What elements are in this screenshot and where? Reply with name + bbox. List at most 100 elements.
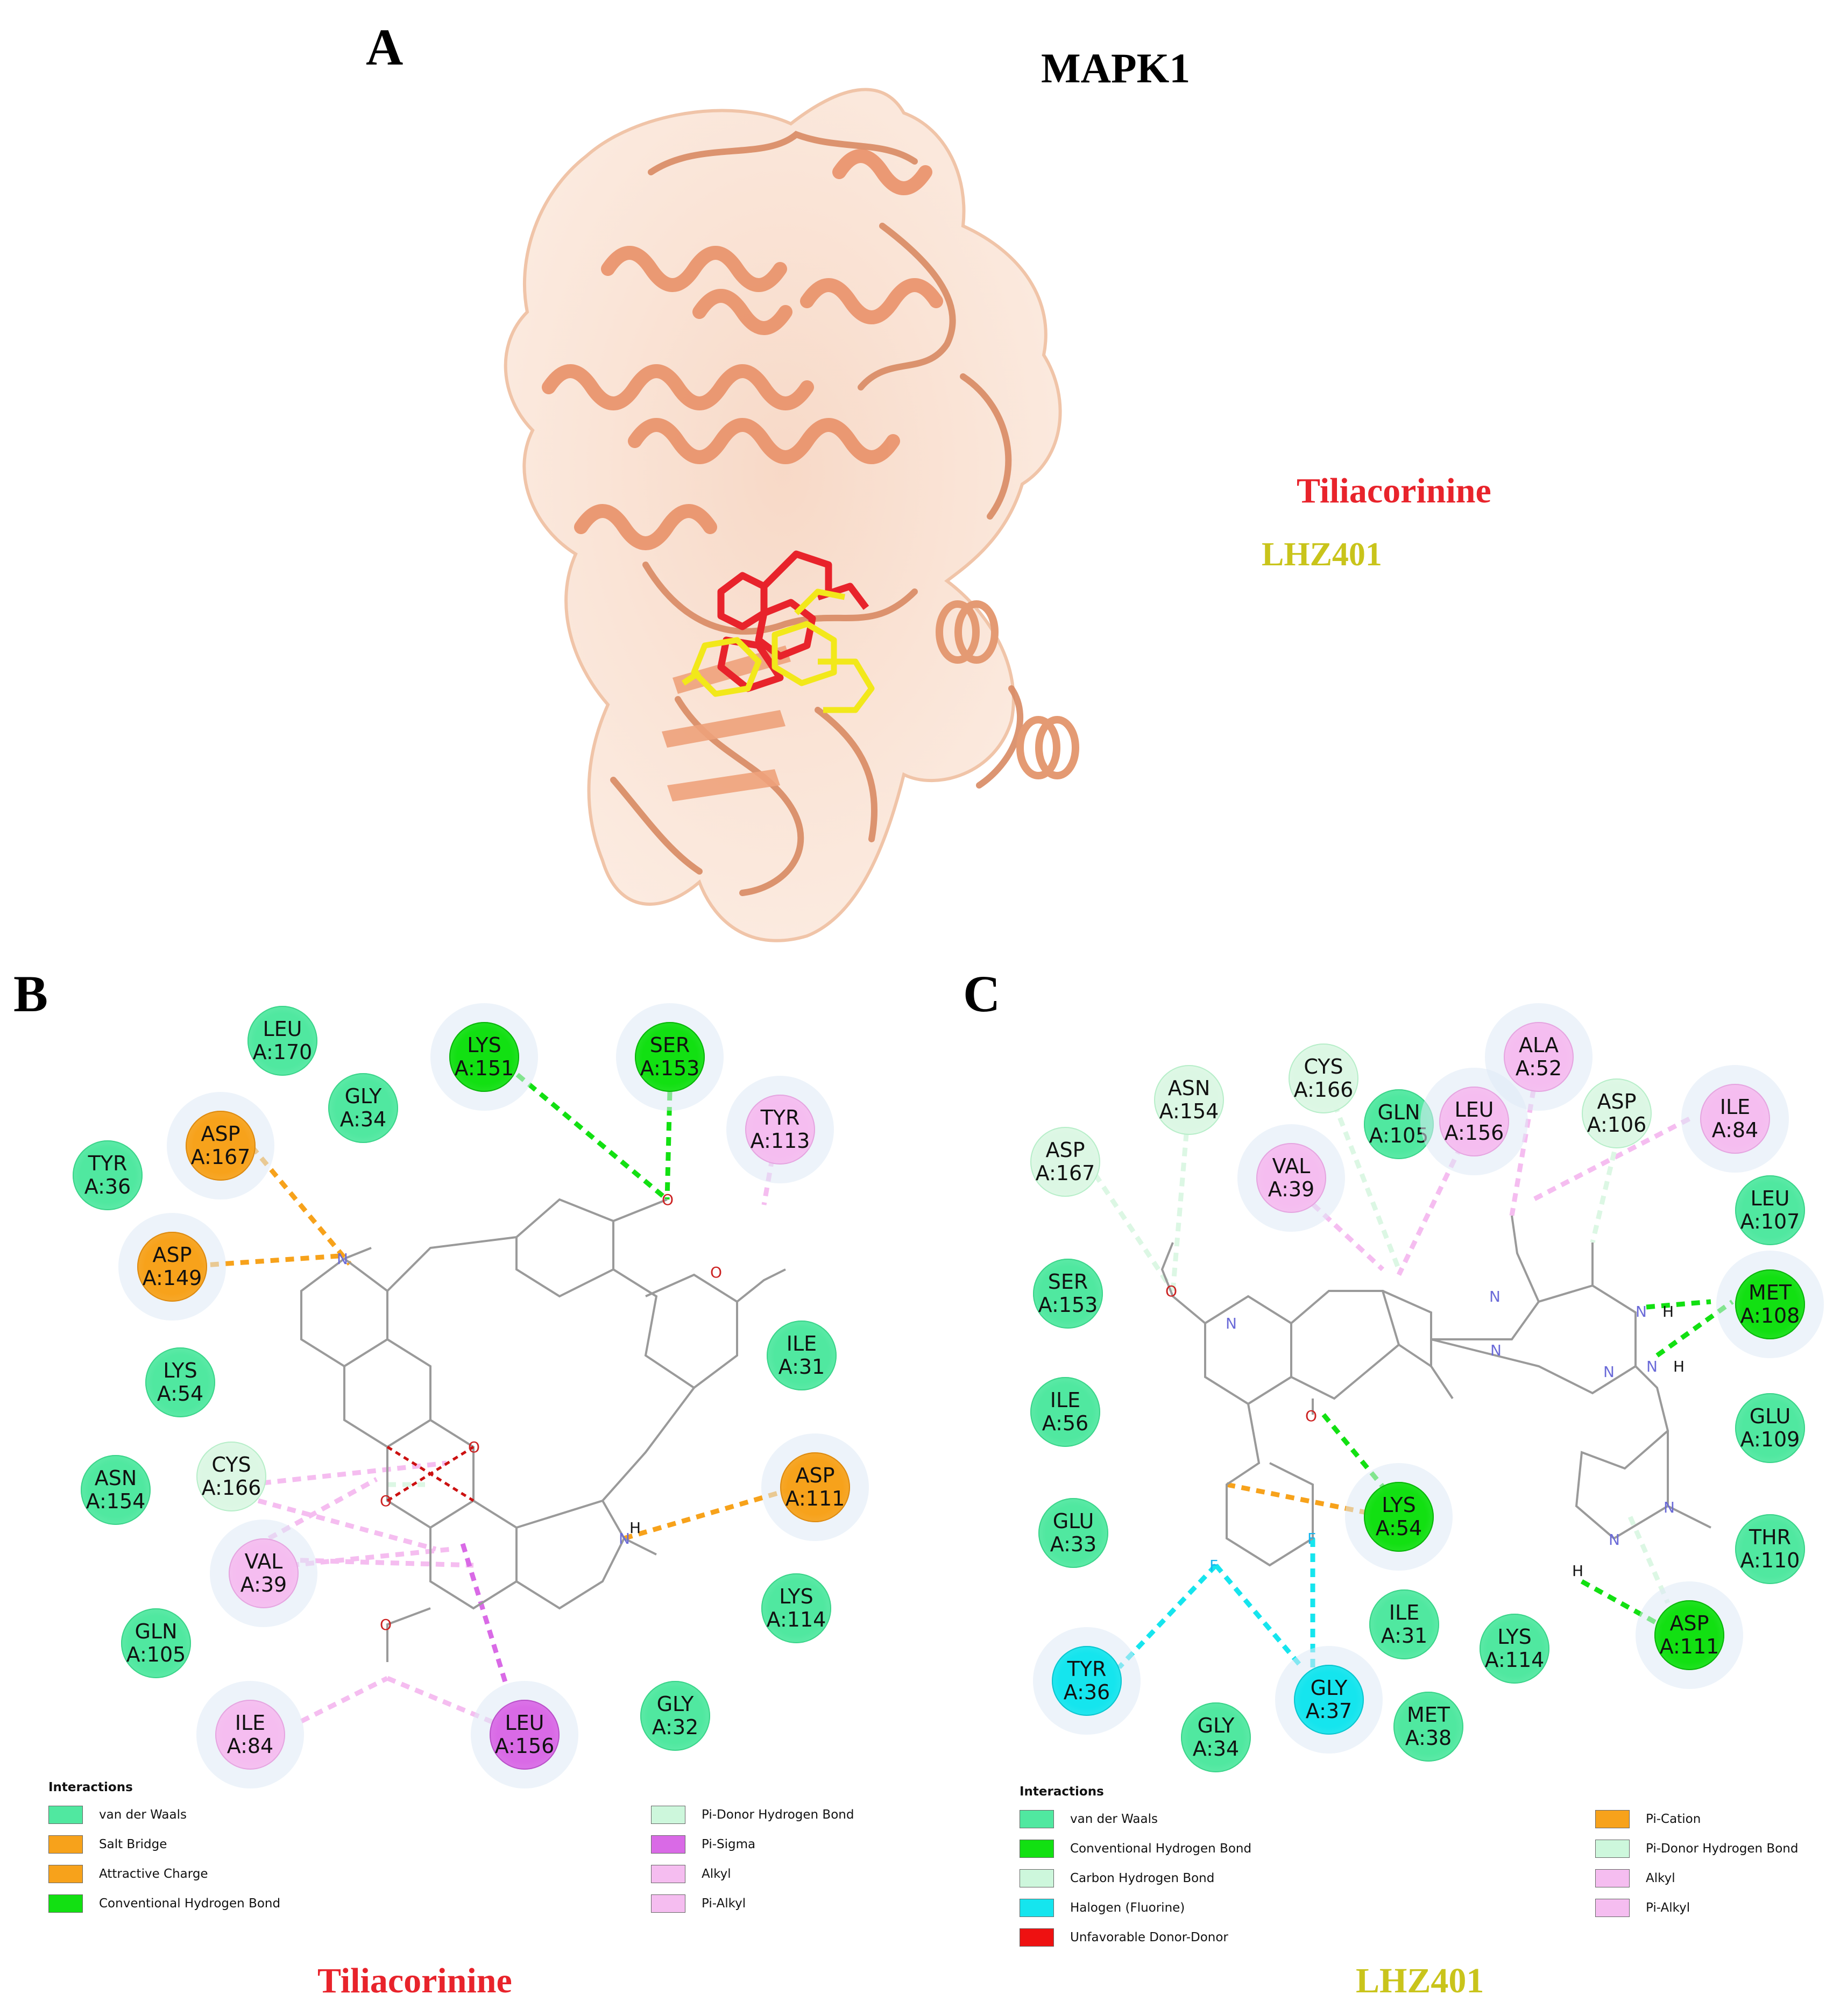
- legend-item: Conventional Hydrogen Bond: [48, 1892, 280, 1915]
- residue-number: A:166: [1293, 1078, 1354, 1102]
- residue-number: A:36: [84, 1175, 131, 1198]
- residue-number: A:110: [1740, 1549, 1800, 1572]
- svg-text:N: N: [1489, 1288, 1501, 1305]
- residue-number: A:32: [652, 1715, 699, 1739]
- residue-name: LEU: [505, 1711, 544, 1735]
- panel-letter-b: B: [13, 965, 48, 1023]
- residue-name: GLY: [344, 1084, 382, 1109]
- legend-item: van der Waals: [48, 1803, 187, 1827]
- legend-swatch: [651, 1865, 685, 1883]
- residue-name: LYS: [1497, 1625, 1532, 1649]
- legend-swatch: [1595, 1899, 1630, 1917]
- residue-number: A:166: [201, 1476, 261, 1500]
- svg-text:N: N: [1609, 1531, 1620, 1549]
- legend-item: Pi-Donor Hydrogen Bond: [651, 1803, 854, 1827]
- residue-name: ALA: [1518, 1033, 1559, 1057]
- legend-swatch: [1595, 1869, 1630, 1887]
- ligand-skeleton-b: [300, 1198, 786, 1662]
- residue-number: A:114: [1484, 1648, 1545, 1672]
- residue-number: A:52: [1515, 1056, 1562, 1080]
- residue-name: CYS: [211, 1453, 251, 1477]
- residue-number: A:84: [1711, 1118, 1759, 1142]
- legend-label: Conventional Hydrogen Bond: [99, 1897, 281, 1911]
- legend-label: Alkyl: [702, 1867, 731, 1881]
- residue-number: A:156: [1444, 1121, 1504, 1145]
- residue-number: A:33: [1050, 1532, 1097, 1556]
- residue-name: ASP: [795, 1464, 835, 1488]
- svg-text:F: F: [1307, 1530, 1316, 1548]
- svg-text:N: N: [619, 1530, 630, 1548]
- residue-name: GLU: [1749, 1404, 1791, 1429]
- residue-name: LEU: [1750, 1187, 1790, 1211]
- coil-rings: [936, 600, 1079, 779]
- legend-title-b: Interactions: [48, 1780, 133, 1794]
- svg-text:O: O: [710, 1263, 722, 1281]
- residue-number: A:108: [1740, 1304, 1800, 1328]
- legend-item: Pi-Alkyl: [1595, 1896, 1690, 1920]
- residue-number: A:84: [227, 1734, 274, 1758]
- legend-label: van der Waals: [1070, 1812, 1158, 1826]
- ligand-label-tiliacorinine: Tiliacorinine: [1297, 471, 1491, 510]
- residue-number: A:31: [1381, 1624, 1428, 1648]
- svg-text:O: O: [380, 1492, 392, 1510]
- legend-item: Alkyl: [1595, 1866, 1675, 1890]
- residue-name: LYS: [163, 1359, 197, 1383]
- residue-number: A:39: [240, 1573, 287, 1596]
- svg-text:O: O: [1165, 1282, 1177, 1300]
- ligand-sticks-lhz401: [681, 588, 875, 713]
- residue-name: GLN: [135, 1620, 178, 1644]
- legend-item: Pi-Alkyl: [651, 1892, 746, 1915]
- residue-number: A:153: [1038, 1293, 1098, 1317]
- residue-number: A:154: [86, 1489, 146, 1513]
- interaction-lines-b: [180, 1063, 808, 1735]
- svg-text:N: N: [1664, 1499, 1675, 1516]
- panel-letter-a: A: [366, 18, 404, 76]
- svg-text:H: H: [629, 1519, 641, 1537]
- residue-number: A:114: [766, 1608, 826, 1631]
- residue-name: ASN: [94, 1466, 137, 1490]
- residue-name: MET: [1748, 1281, 1792, 1305]
- legend-swatch: [48, 1894, 83, 1913]
- svg-text:O: O: [662, 1191, 674, 1209]
- residue-name: TYR: [1067, 1657, 1107, 1681]
- ligand-skeleton-c: [1160, 1215, 1711, 1567]
- svg-text:H: H: [1673, 1358, 1685, 1375]
- residue-number: A:107: [1740, 1210, 1800, 1233]
- residue-name: GLU: [1052, 1509, 1094, 1534]
- residue-name: SER: [649, 1033, 690, 1057]
- protein-title: MAPK1: [1041, 45, 1191, 91]
- residue-name: GLY: [656, 1692, 694, 1716]
- legend-item: Attractive Charge: [48, 1862, 208, 1886]
- residue-name: LEU: [1454, 1098, 1494, 1122]
- residue-number: A:156: [494, 1734, 555, 1758]
- legend-label: Alkyl: [1646, 1871, 1675, 1885]
- residue-name: GLN: [1377, 1101, 1420, 1125]
- legend-title-c: Interactions: [1020, 1785, 1104, 1799]
- residue-name: ASP: [1669, 1612, 1709, 1636]
- residue-name: GLY: [1310, 1676, 1348, 1700]
- residue-name: TYR: [88, 1152, 128, 1176]
- legend-item: Halogen (Fluorine): [1020, 1896, 1185, 1920]
